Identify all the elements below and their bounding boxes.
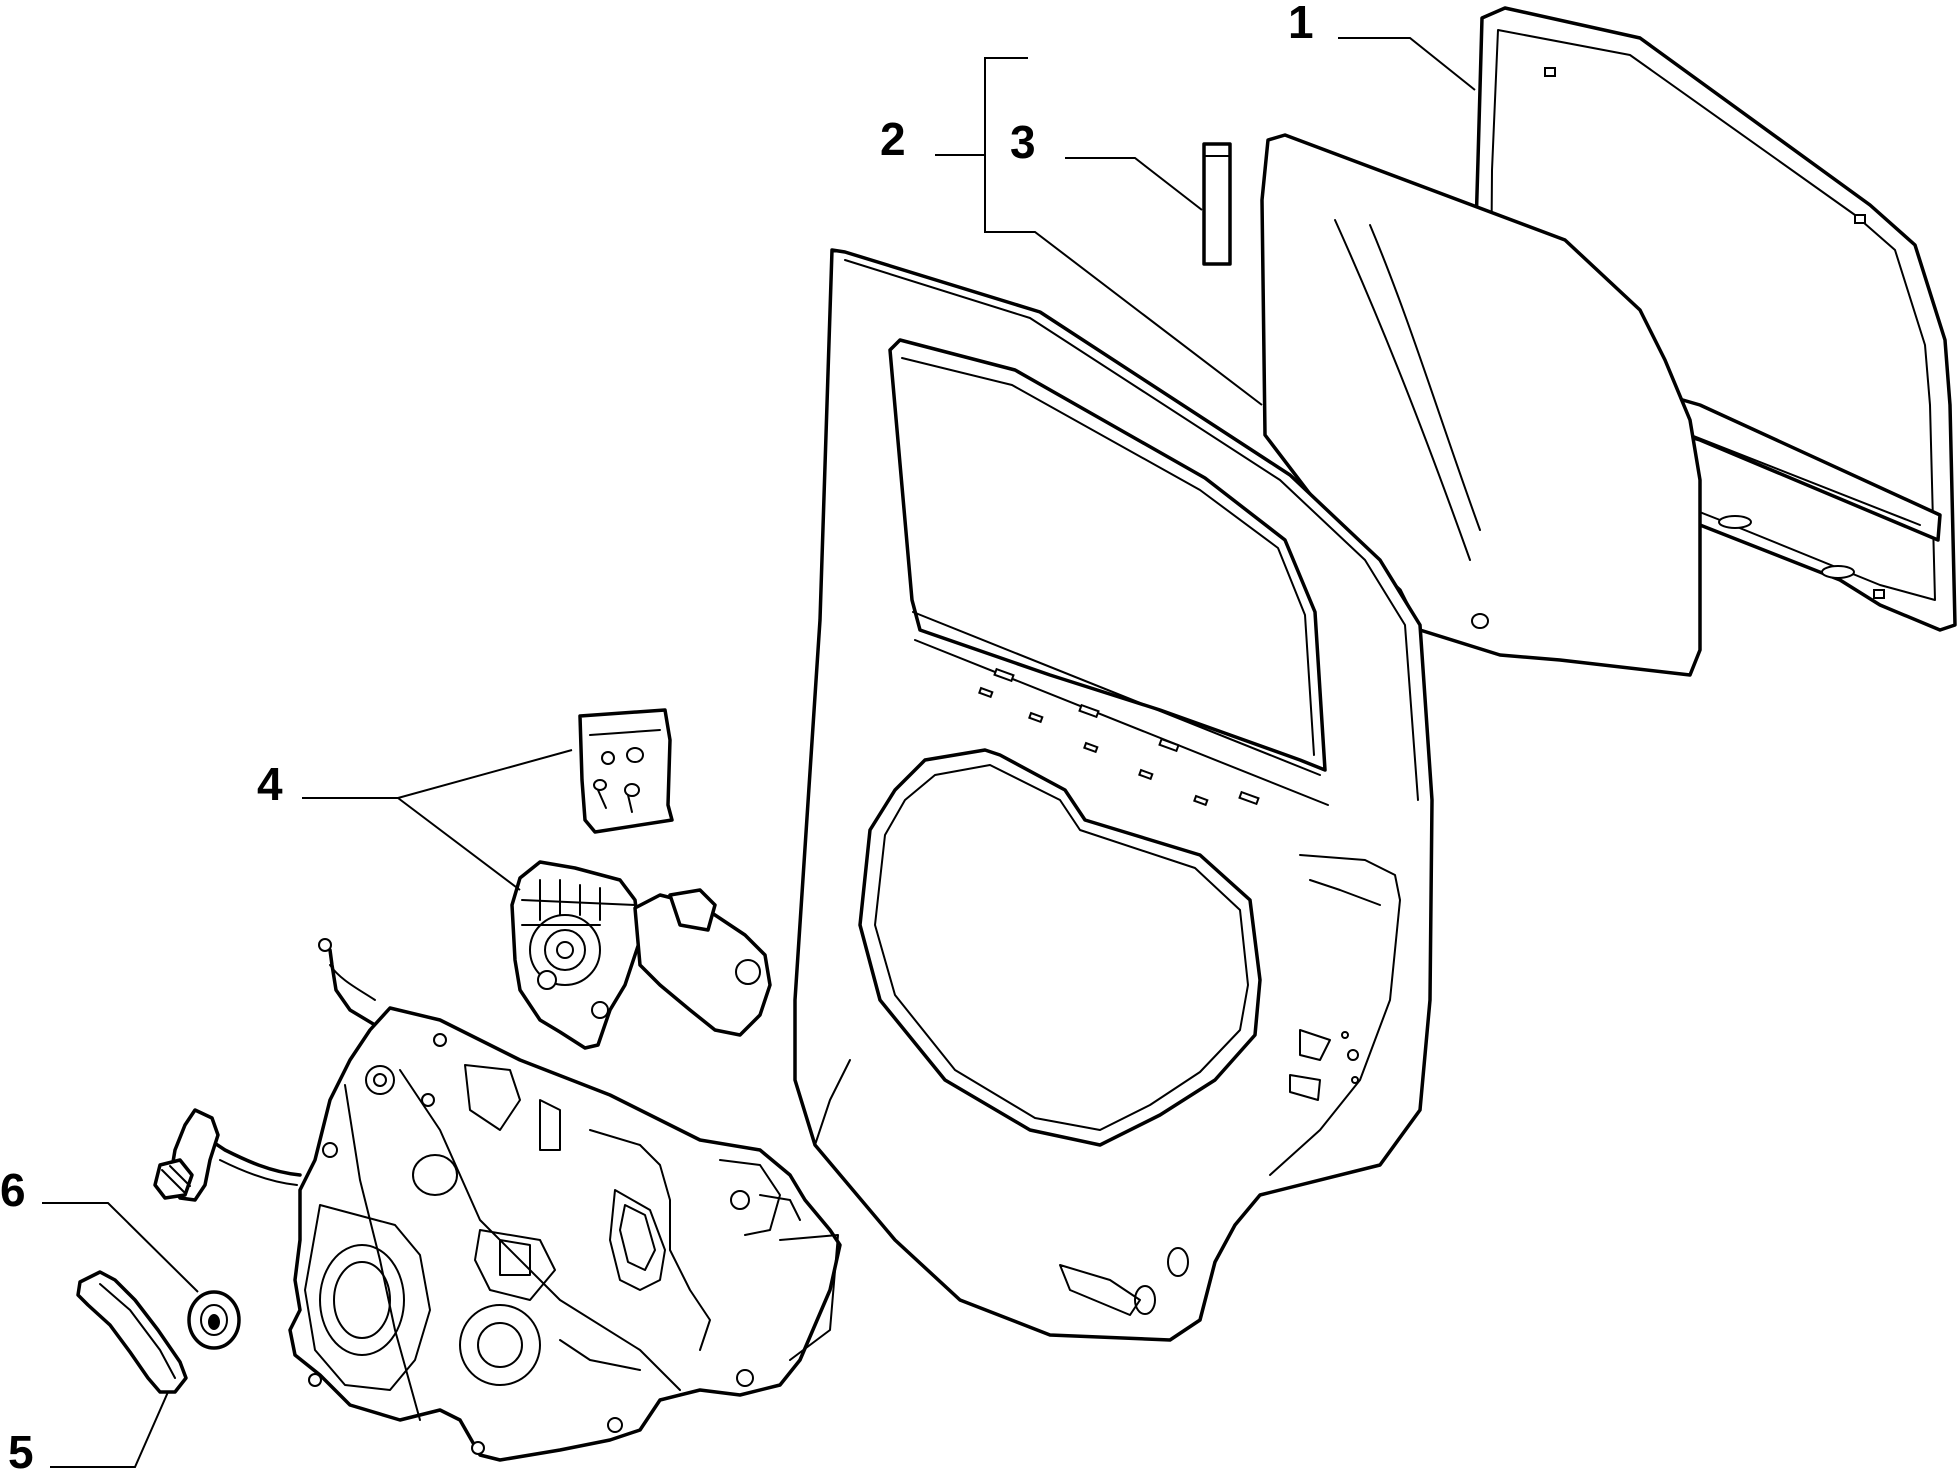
callout-labels: 1 2 3 4 6 5 (0, 0, 1314, 1472)
bracket-2 (984, 57, 1263, 406)
callout-3: 3 (1010, 116, 1036, 168)
callout-4: 4 (257, 758, 283, 810)
leader-lines (42, 37, 1476, 1468)
part-2-door-glass (1260, 133, 1702, 677)
part-3-seal-strip (1202, 142, 1232, 266)
leader-line-3 (1065, 157, 1203, 211)
part-6-escutcheon (187, 1290, 241, 1350)
callout-2: 2 (880, 113, 906, 165)
leader-line-1 (1338, 37, 1476, 91)
callout-5: 5 (8, 1426, 34, 1472)
part-4-motor-and-screw-bag (510, 708, 772, 1050)
door-shell (793, 248, 1434, 1342)
callout-6: 6 (0, 1164, 26, 1216)
callout-1: 1 (1288, 0, 1314, 48)
window-regulator (153, 938, 842, 1462)
leader-line-6 (42, 1202, 199, 1293)
part-5-crank-handle (76, 1270, 188, 1394)
leader-line-4 (302, 749, 573, 891)
leader-line-5 (50, 1391, 169, 1468)
